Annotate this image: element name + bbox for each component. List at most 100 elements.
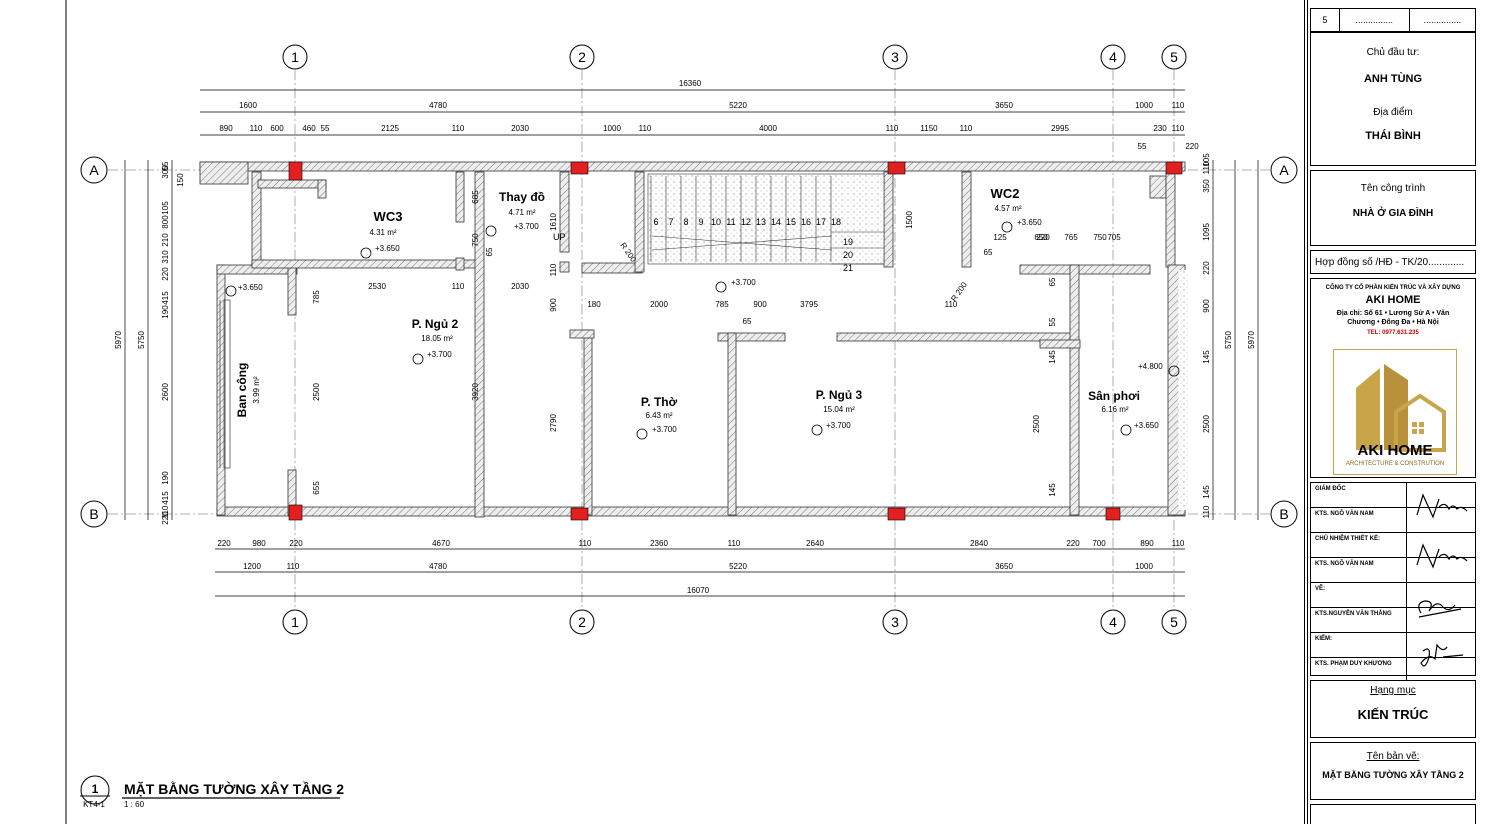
grid-bubble-col (282, 609, 308, 635)
columns (288, 161, 1183, 521)
signature-icon (1420, 643, 1464, 667)
dimension-text: 5970 (1247, 331, 1256, 349)
category-value: KIẾN TRÚC (1357, 707, 1429, 722)
dimension-text: 900 (753, 300, 767, 309)
grid-bubble-row (80, 500, 108, 528)
stair-number: 19 (843, 237, 853, 247)
room-balcony-level: +3.650 (238, 283, 263, 292)
dimension-text: 230 (1153, 124, 1167, 133)
dimension-text: 1600 (239, 101, 257, 110)
stair-number: 18 (831, 217, 841, 227)
company-box: CÔNG TY CỔ PHẦN KIẾN TRÚC VÀ XÂY DỰNG AK… (1310, 278, 1476, 478)
dimension-text: 55 (1138, 142, 1147, 151)
room-changing-area: 4.71 m² (508, 208, 535, 217)
grid-bubble-col (882, 44, 908, 70)
dimension-text: 3795 (800, 300, 818, 309)
company-logo: AKI HOME ARCHITECTURE & CONSTRUTION (1333, 349, 1457, 475)
room-changing-name: Thay đồ (499, 190, 545, 204)
signature-icon (1418, 600, 1462, 618)
dimension-text: 16070 (687, 586, 710, 595)
dimension-text: 110 (161, 505, 170, 518)
terrace-finish (1178, 270, 1188, 510)
signer-role: VẼ: (1311, 583, 1407, 607)
stair-arrow (651, 235, 833, 251)
dimension-text: 110 (250, 124, 263, 133)
dimension-text: 55 (161, 161, 170, 170)
dimension-text: 2030 (511, 124, 529, 133)
project-label: Tên công trình (1360, 183, 1426, 194)
grid-bubble-col (282, 44, 308, 70)
signature-1 (1407, 483, 1475, 519)
category-box: Hạng mục KIẾN TRÚC (1310, 680, 1476, 738)
signer-drafter-name-row: KTS.NGUYỄN VĂN THẮNG (1311, 608, 1475, 633)
dimension-text: 900 (549, 298, 558, 312)
dimension-text: 190 (161, 305, 170, 319)
signer-name: KTS. NGÔ VĂN NAM (1311, 508, 1407, 532)
dimension-text: 2360 (650, 539, 668, 548)
room-wc3-area: 4.31 m² (369, 228, 396, 237)
sheet-name-label: Tên bản vẽ: (1366, 751, 1420, 762)
signature-2 (1407, 533, 1475, 569)
dimension-lines (124, 89, 1259, 597)
dimension-text: 310 (161, 250, 170, 264)
dimension-text: 980 (252, 539, 266, 548)
project-box: Tên công trình NHÀ Ở GIA ĐÌNH (1310, 170, 1476, 246)
owner-box: Chủ đầu tư: ANH TÙNG Địa điểm THÁI BÌNH (1310, 32, 1476, 166)
dimension-text: 110 (452, 124, 465, 133)
contract-box: Hợp đồng số /HĐ - TK/20............. (1310, 250, 1476, 274)
signer-drafter-role-row: VẼ: (1311, 583, 1475, 618)
dimension-text: 65 (984, 248, 993, 257)
dimension-text: 2500 (312, 383, 321, 401)
dimension-text: 600 (270, 124, 284, 133)
dimension-text: 415 (161, 491, 170, 505)
signer-role: CHỦ NHIỆM THIẾT KẾ: (1311, 533, 1407, 557)
stair-number: 15 (786, 217, 796, 227)
room-wc2-name: WC2 (991, 186, 1020, 201)
room-wc2-level: +3.650 (1017, 218, 1042, 227)
dimension-text: 110 (579, 539, 592, 548)
room-wc3-name: WC3 (374, 209, 403, 224)
stair-number: 16 (801, 217, 811, 227)
dimension-text: 150 (176, 173, 185, 187)
balcony-window (219, 299, 231, 469)
dimension-text: 650 (1034, 233, 1048, 242)
sheet-name-box: Tên bản vẽ: MẶT BẰNG TƯỜNG XÂY TẦNG 2 (1310, 742, 1476, 800)
dimension-text: 4780 (429, 562, 447, 571)
grid-label-row: B (1279, 506, 1288, 522)
grid-label-col: 4 (1109, 614, 1117, 630)
signer-name: KTS.NGUYỄN VĂN THẮNG (1311, 608, 1407, 632)
dimension-text: 1150 (920, 124, 938, 133)
dimension-text: 800 (161, 215, 170, 229)
grid-bubble-row (80, 156, 108, 184)
title-block-footer (1310, 804, 1476, 824)
company-address: Địa chỉ: Số 61 • Lương Sử A • Văn Chương… (1336, 310, 1450, 326)
title-block-border (1304, 0, 1308, 824)
grid-label-col: 3 (891, 614, 899, 630)
room-bedroom2-name: P. Ngủ 2 (412, 317, 459, 331)
grid-label-row: B (89, 506, 98, 522)
title-block: 5 ............... ............... Chủ đầ… (1304, 0, 1482, 824)
grid-label-col: 1 (291, 614, 299, 630)
dimension-text: 110 (1172, 539, 1185, 548)
grid-label-col: 5 (1170, 614, 1178, 630)
grid-bubble-col (569, 44, 595, 70)
dimension-text: 105 (1202, 153, 1211, 167)
signer-chief-role-row: CHỦ NHIỆM THIẾT KẾ: (1311, 533, 1475, 569)
dimension-text: 685 (471, 190, 480, 204)
owner-value: ANH TÙNG (1363, 73, 1423, 85)
dimension-text: 110 (452, 282, 465, 291)
stair-number: 8 (683, 217, 688, 227)
dimension-text: 145 (1048, 350, 1057, 364)
drawing-title: 1 KT4-1 MẶT BẰNG TƯỜNG XÂY TẦNG 2 1 : 60 (80, 775, 344, 809)
revision-row: 5 ............... ............... (1310, 8, 1476, 32)
dimension-text: 55 (321, 124, 330, 133)
dimension-text: 2640 (806, 539, 824, 548)
dimension-text: 460 (302, 124, 316, 133)
dimension-text: 1200 (243, 562, 261, 571)
revision-field-1: ............... (1340, 9, 1410, 31)
sheet-name-value: MẶT BẰNG TƯỜNG XÂY TẦNG 2 (1322, 770, 1464, 780)
room-altar-level: +3.700 (652, 425, 677, 434)
stair-number: 17 (816, 217, 826, 227)
signer-role: KIỂM: (1311, 633, 1407, 657)
